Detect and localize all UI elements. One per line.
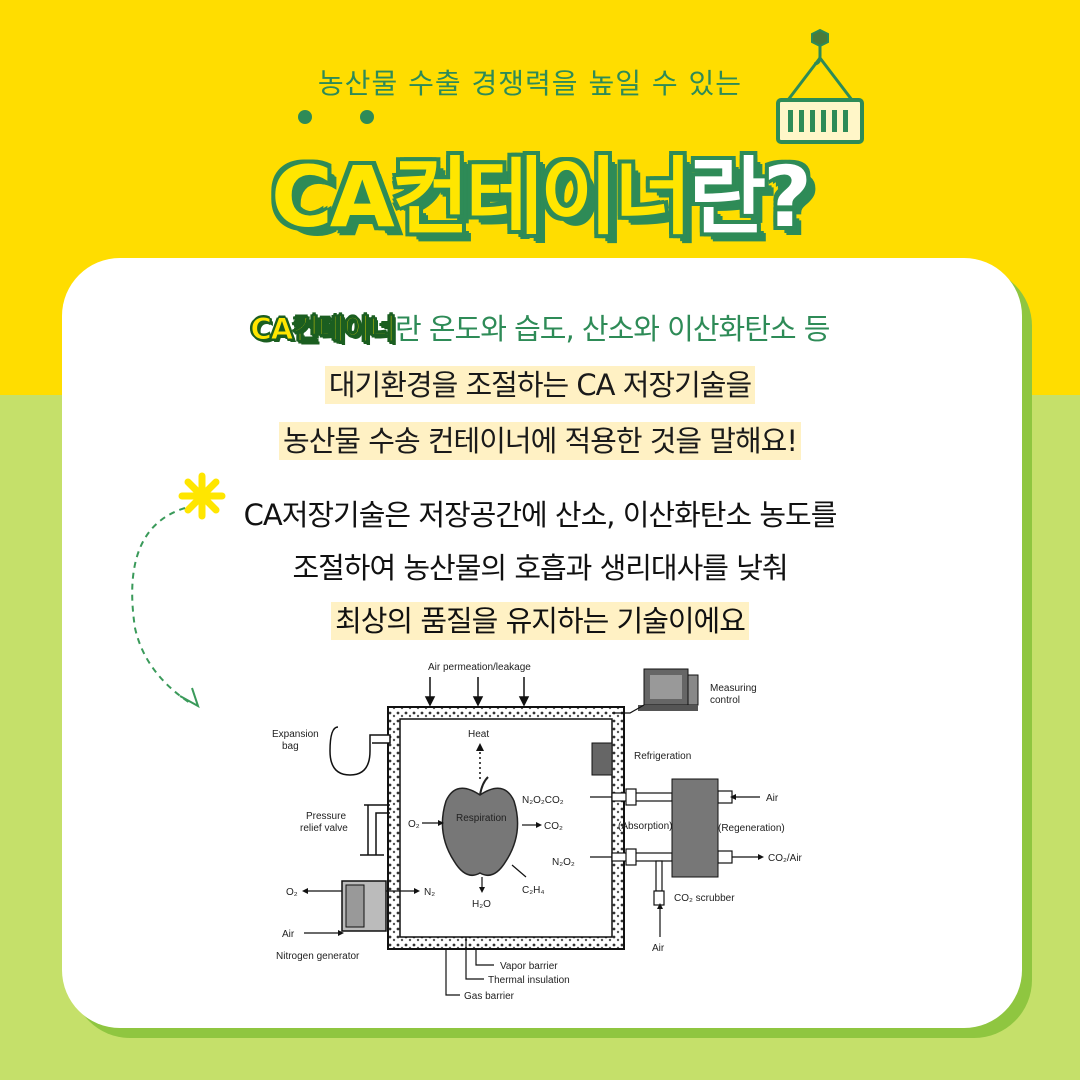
ca-container-badge: CA컨테이너 <box>250 312 396 347</box>
barrier-leaders <box>445 937 494 996</box>
label-o2-in: O₂ <box>408 819 420 830</box>
air-permeation-arrows <box>424 677 530 707</box>
title-rest: 란? <box>688 147 813 247</box>
label-vapor-barrier: Vapor barrier <box>500 961 558 972</box>
intro-line-1: CA컨테이너란 온도와 습도, 산소와 이산화탄소 등 <box>0 306 1080 348</box>
label-h2o: H₂O <box>472 899 491 910</box>
detail-line-1: CA저장기술은 저장공간에 산소, 이산화탄소 농도를 <box>0 492 1080 534</box>
subtitle: 농산물 수출 경쟁력을 높일 수 있는 <box>0 62 1080 102</box>
label-air-in: Air <box>766 793 779 804</box>
label-heat: Heat <box>468 729 489 740</box>
label-pressure: Pressure <box>306 811 346 822</box>
intro-line-1-text: 란 온도와 습도, 산소와 이산화탄소 등 <box>394 312 831 346</box>
label-regeneration: (Regeneration) <box>718 823 785 834</box>
label-co2-scrubber: CO₂ scrubber <box>674 893 735 904</box>
subtitle-text: 농산물 수출 경쟁력을 높일 수 있는 <box>317 67 743 100</box>
detail-line-1-text: CA저장기술은 저장공간에 산소, 이산화탄소 농도를 <box>243 498 838 532</box>
label-air-left: Air <box>282 929 295 940</box>
detail-line-3-text: 최상의 품질을 유지하는 기술이에요 <box>331 602 749 640</box>
label-respiration: Respiration <box>456 813 507 824</box>
label-control: control <box>710 695 740 706</box>
label-n2o2: N₂O₂ <box>552 857 575 868</box>
label-c2h4: C₂H₄ <box>522 885 544 896</box>
label-expansion: Expansion <box>272 729 319 740</box>
label-measuring: Measuring <box>710 683 757 694</box>
label-nitrogen-generator: Nitrogen generator <box>276 951 360 962</box>
label-co2-out: CO₂ <box>544 821 563 832</box>
pipes <box>611 788 733 906</box>
label-gas-barrier: Gas barrier <box>464 991 515 1002</box>
label-relief-valve: relief valve <box>300 823 348 834</box>
detail-line-2-text: 조절하여 농산물의 호흡과 생리대사를 낮춰 <box>292 551 788 585</box>
co2-scrubber <box>671 778 719 878</box>
decor-dot-right <box>360 110 374 124</box>
shipping-container-icon <box>776 28 864 144</box>
label-n2: N₂ <box>424 887 435 898</box>
pressure-relief-valve <box>360 804 390 856</box>
label-bag: bag <box>282 741 299 752</box>
dashed-arrow-decoration <box>131 472 226 709</box>
page-title: CA컨테이너란? <box>0 130 1080 251</box>
apple-icon <box>441 787 519 876</box>
expansion-bag <box>329 726 391 776</box>
detail-line-3: 최상의 품질을 유지하는 기술이에요 <box>0 598 1080 640</box>
label-refrigeration: Refrigeration <box>634 751 691 762</box>
intro-line-2-text: 대기환경을 조절하는 CA 저장기술을 <box>324 366 756 404</box>
ca-storage-diagram: Air permeation/leakage Measuring control… <box>272 662 803 1002</box>
intro-line-3-text: 농산물 수송 컨테이너에 적용한 것을 말해요! <box>279 422 801 460</box>
label-thermal-insulation: Thermal insulation <box>488 975 570 986</box>
label-o2-out: O₂ <box>286 887 298 898</box>
refrigeration-unit <box>591 742 613 776</box>
title-highlight: CA컨테이너 <box>270 147 693 247</box>
intro-line-3: 농산물 수송 컨테이너에 적용한 것을 말해요! <box>0 418 1080 460</box>
label-co2-air: CO₂/Air <box>768 853 803 864</box>
label-n2o2co2: N₂O₂CO₂ <box>522 795 564 806</box>
label-absorption: (Absorption) <box>618 821 672 832</box>
label-air-bottom: Air <box>652 943 665 954</box>
detail-line-2: 조절하여 농산물의 호흡과 생리대사를 낮춰 <box>0 545 1080 587</box>
asterisk-icon <box>178 472 226 520</box>
decor-dot-left <box>298 110 312 124</box>
intro-line-2: 대기환경을 조절하는 CA 저장기술을 <box>0 362 1080 404</box>
label-air-permeation: Air permeation/leakage <box>428 662 531 673</box>
computer-icon <box>638 668 699 711</box>
